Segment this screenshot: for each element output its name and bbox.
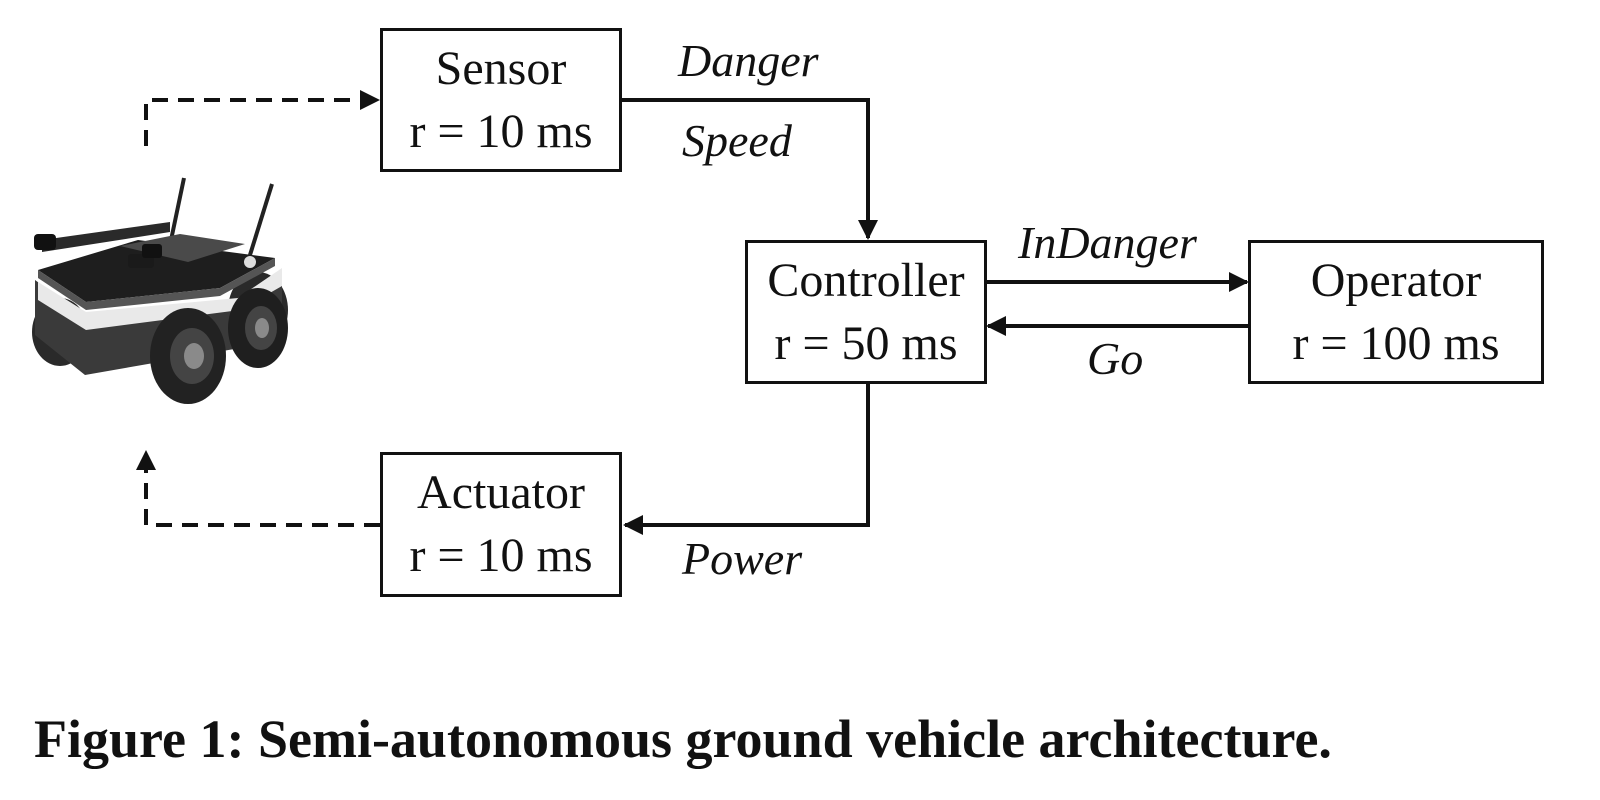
operator-block-name: Operator: [1310, 253, 1482, 307]
controller-block-name: Controller: [767, 253, 965, 307]
actuator-block: Actuator r = 10 ms: [380, 452, 622, 597]
sensor-block-name: Sensor: [435, 41, 567, 95]
actuator-to-vehicle-arrow: [136, 450, 380, 527]
sensor-block-rate: r = 10 ms: [409, 104, 593, 158]
sensor-block: Sensor r = 10 ms: [380, 28, 622, 172]
operator-block-rate: r = 100 ms: [1292, 316, 1500, 370]
signal-label-power: Power: [682, 533, 803, 584]
vehicle-to-sensor-arrow: [144, 90, 380, 146]
signal-label-danger: Danger: [678, 35, 819, 86]
sensor-to-controller-arrow: [622, 98, 878, 240]
figure-caption: Figure 1: Semi-autonomous ground vehicle…: [34, 709, 1332, 769]
operator-block: Operator r = 100 ms: [1248, 240, 1544, 384]
signal-label-go: Go: [1087, 333, 1144, 384]
controller-to-actuator-arrow: [623, 384, 870, 535]
actuator-block-rate: r = 10 ms: [409, 529, 593, 583]
robot-vehicle-icon: [32, 177, 288, 404]
signal-label-in-danger: InDanger: [1018, 217, 1197, 268]
controller-block: Controller r = 50 ms: [745, 240, 987, 384]
actuator-block-name: Actuator: [417, 465, 585, 519]
signal-label-speed: Speed: [682, 115, 792, 166]
controller-block-rate: r = 50 ms: [774, 316, 958, 370]
